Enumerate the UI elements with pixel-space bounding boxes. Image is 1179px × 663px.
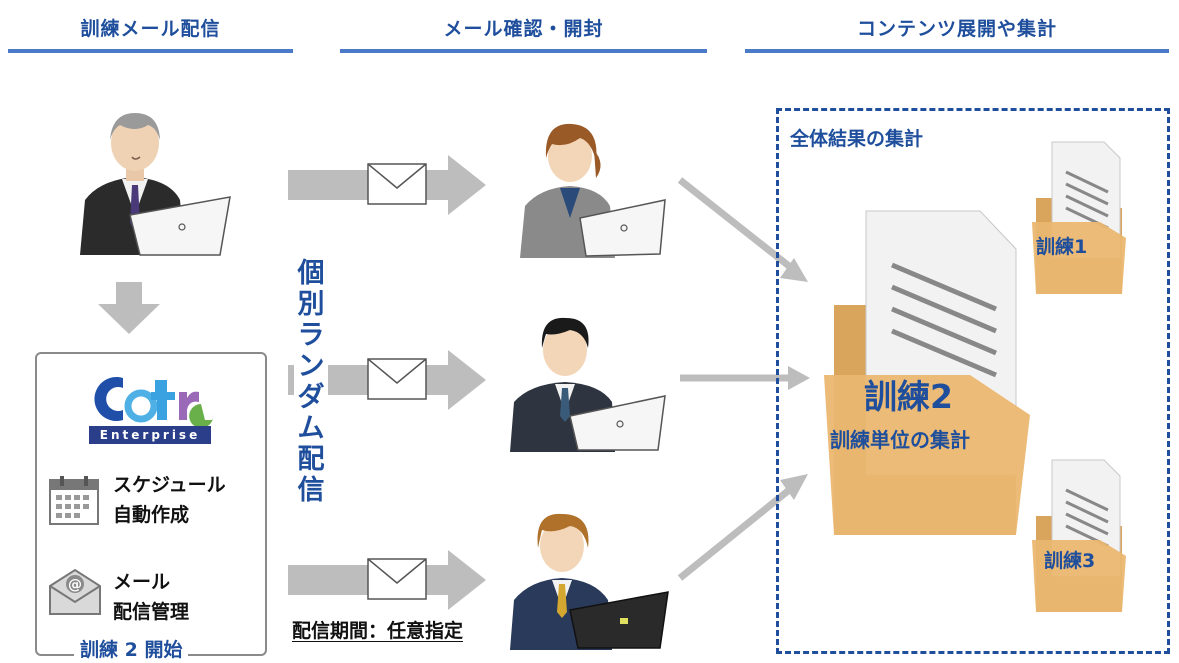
- feature-schedule-line2: 自動作成: [113, 504, 190, 526]
- feature-mail-line1: メール: [113, 571, 171, 593]
- random-char-7: 配: [294, 444, 328, 475]
- random-char-8: 信: [294, 475, 328, 506]
- aggregate-arrow-1: [677, 177, 808, 282]
- send-arrows: [288, 155, 486, 610]
- folder-document-icon-3: [1032, 459, 1126, 612]
- cotra-logo-subtext: Enterprise: [99, 428, 201, 442]
- random-char-1: 個: [294, 258, 328, 289]
- column-title-open: メール確認・開封: [443, 18, 604, 40]
- feature-mail-line2: 配信管理: [113, 601, 190, 623]
- doc-sublabel-2: 訓練単位の集計: [830, 428, 970, 452]
- training-start-label: 訓練 2 開始: [74, 635, 189, 662]
- send-arrow-2: [288, 350, 486, 410]
- random-char-4: ン: [294, 351, 328, 382]
- aggregate-arrows: [677, 177, 810, 581]
- send-arrow-1: [288, 155, 486, 215]
- doc-label-2: 訓練2: [864, 377, 953, 416]
- doc-label-1: 訓練1: [1036, 236, 1088, 258]
- feature-schedule-line1: スケジュール: [113, 474, 226, 496]
- random-char-3: ラ: [294, 320, 328, 351]
- cotra-logo: Enterprise: [83, 368, 214, 446]
- doc-label-3: 訓練3: [1044, 550, 1096, 572]
- recipient-man-icon: [510, 317, 666, 452]
- random-delivery-label: 個 別 ラ ン ダ ム 配 信: [294, 258, 328, 506]
- folder-document-icon-1: [1032, 141, 1126, 294]
- aggregate-arrow-3: [677, 474, 808, 581]
- random-char-6: ム: [294, 413, 328, 444]
- recipient-woman-icon: [520, 123, 666, 258]
- aggregate-arrow-2: [680, 366, 810, 390]
- column-underline-send: [8, 49, 293, 53]
- column-title-send: 訓練メール配信: [80, 18, 221, 40]
- down-arrow-icon: [98, 282, 160, 334]
- svg-text:@: @: [68, 577, 82, 593]
- folder-document-icon-2: [824, 210, 1030, 535]
- column-title-results: コンテンツ展開や集計: [856, 18, 1057, 40]
- mail-at-icon: @: [49, 568, 101, 615]
- send-arrow-3: [288, 550, 486, 610]
- column-underline-results: [745, 49, 1169, 53]
- delivery-period-label: 配信期間：任意指定: [292, 620, 464, 642]
- recipient-young-man-icon: [510, 513, 669, 650]
- random-char-5: ダ: [294, 382, 328, 413]
- sender-person-icon: [80, 113, 231, 256]
- calendar-icon: [49, 476, 99, 525]
- results-panel-title: 全体結果の集計: [790, 128, 924, 150]
- random-char-2: 別: [294, 289, 328, 320]
- column-underline-open: [340, 49, 707, 53]
- results-panel: [776, 108, 1170, 654]
